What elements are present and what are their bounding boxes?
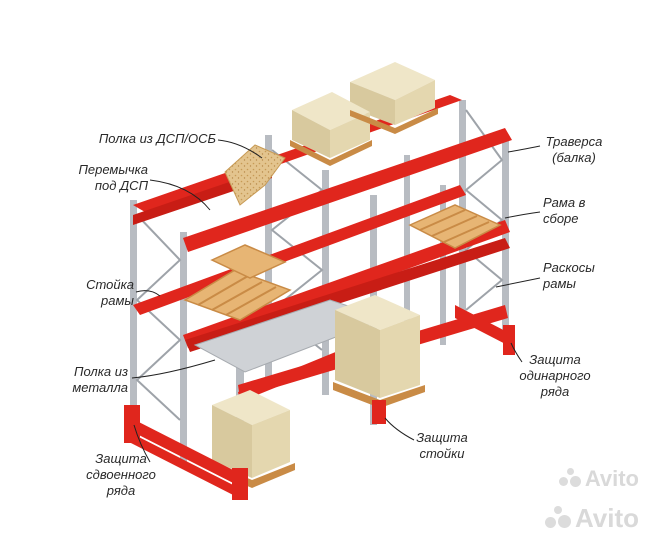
watermark-avito-2: Avito [544, 503, 639, 534]
pallets [183, 204, 502, 321]
chipboard-shelf [224, 144, 286, 206]
label-shelf-chipboard: Полка из ДСП/ОСБ [98, 131, 216, 146]
boxes [210, 62, 438, 488]
avito-logo-icon [558, 468, 581, 490]
label-beam: Траверса(балка) [545, 134, 603, 165]
guards [124, 305, 515, 500]
watermark-avito-1: Avito [558, 466, 639, 492]
avito-logo-icon [544, 505, 571, 532]
leader-lines [131, 139, 541, 463]
front-frame [130, 200, 244, 495]
